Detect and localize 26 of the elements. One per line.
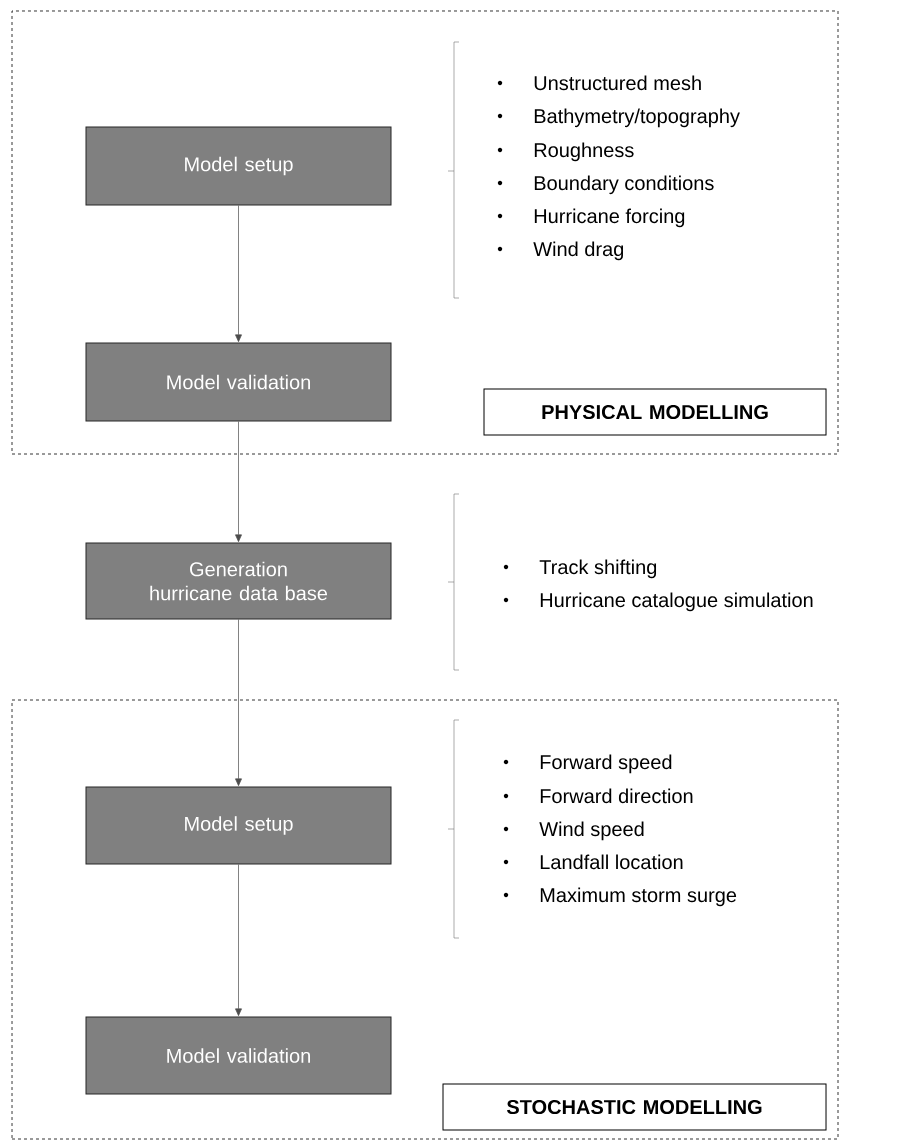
bullet-item: Track shifting xyxy=(503,559,657,579)
bullet-item: Maximum storm surge xyxy=(503,887,737,907)
bullet-item: Forward speed xyxy=(503,754,672,774)
arrow xyxy=(235,619,242,786)
bullet-item: Wind speed xyxy=(503,821,644,841)
bullet-item: Hurricane forcing xyxy=(497,208,685,228)
process-box: Model setup xyxy=(85,126,392,206)
dashed-frame xyxy=(11,699,839,1140)
bullet-item: Roughness xyxy=(497,142,634,162)
arrow xyxy=(235,421,242,542)
dashed-frame xyxy=(11,10,839,455)
process-box: Generation hurricane data base xyxy=(85,542,392,620)
process-box: Model validation xyxy=(85,1016,392,1095)
title-box: STOCHASTIC MODELLING xyxy=(442,1083,827,1131)
bullet-item: Forward direction xyxy=(503,788,693,804)
bullet-item: Bathymetry/topography xyxy=(497,108,740,128)
arrow xyxy=(235,864,242,1016)
process-box: Model setup xyxy=(85,786,392,865)
bullet-item: Hurricane catalogue simulation xyxy=(503,592,813,612)
bullet-item: Unstructured mesh xyxy=(497,75,701,91)
bullet-item: Boundary conditions xyxy=(497,175,714,195)
title-box: PHYSICAL MODELLING xyxy=(483,388,827,436)
bullet-item: Wind drag xyxy=(497,241,624,261)
arrow xyxy=(235,205,242,342)
bullet-item: Landfall location xyxy=(503,854,683,870)
process-box: Model validation xyxy=(85,342,392,422)
